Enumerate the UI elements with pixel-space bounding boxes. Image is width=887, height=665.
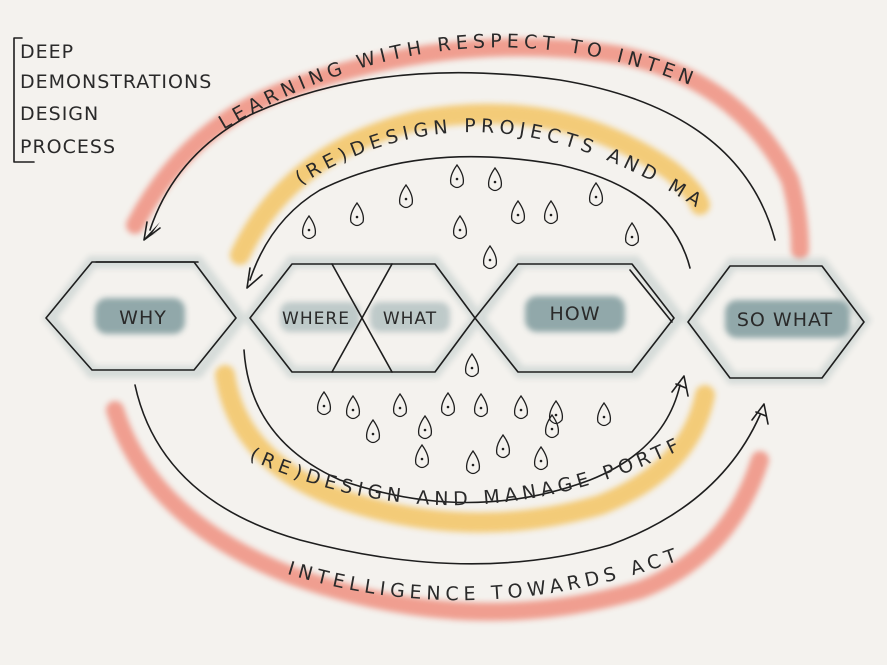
drop-dot-icon: [446, 405, 450, 409]
ink-arcs: [134, 71, 776, 565]
title-line-2: DEMONSTRATIONS: [20, 71, 212, 93]
inner-arc-washes: [215, 103, 715, 533]
drop-icon: [596, 401, 612, 427]
drop-dot-icon: [630, 235, 634, 239]
title-line-1: DEEP: [20, 41, 74, 63]
drop-icon: [316, 390, 332, 416]
drop-dot-icon: [471, 463, 475, 467]
label-so-what: SO WHAT: [737, 309, 833, 331]
drop-icon: [482, 244, 498, 270]
drop-dot-icon: [493, 180, 497, 184]
label-how: HOW: [549, 303, 600, 325]
arrow-head-icon: [751, 403, 769, 425]
hexagon-so-what: SO WHAT: [687, 265, 865, 379]
drop-dot-icon: [554, 413, 558, 417]
drop-icon: [452, 214, 468, 240]
drop-dot-icon: [516, 213, 520, 217]
drop-icon: [392, 392, 408, 418]
drop-icon: [544, 413, 560, 439]
label-where: WHERE: [282, 309, 350, 329]
bottom-inner-wash: [215, 365, 715, 533]
title-line-3: DESIGN: [20, 103, 99, 125]
drop-dot-icon: [322, 404, 326, 408]
drop-dot-icon: [371, 432, 375, 436]
drop-icon: [533, 445, 549, 471]
drop-icon: [365, 418, 381, 444]
drop-dot-icon: [307, 228, 311, 232]
title-line-4: PROCESS: [20, 136, 116, 158]
top-outer-wash: [126, 38, 809, 259]
drop-icon: [414, 443, 430, 469]
drop-icon: [588, 181, 604, 207]
drop-icon: [440, 391, 456, 417]
drop-icon: [464, 352, 480, 378]
drop-dot-icon: [501, 447, 505, 451]
drop-dot-icon: [423, 428, 427, 432]
title-bracket: [13, 37, 35, 163]
drop-icon: [398, 183, 414, 209]
arc-label-top-inner: (RE)DESIGN PROJECTS AND MANAGE: [0, 0, 709, 214]
drop-dot-icon: [351, 408, 355, 412]
title-block: DEEP DEMONSTRATIONS DESIGN PROCESS: [13, 37, 212, 163]
drop-dot-icon: [488, 258, 492, 262]
drop-dot-icon: [602, 415, 606, 419]
drop-icon: [510, 199, 526, 225]
hex-label-washes: [95, 296, 850, 338]
drop-icon: [513, 394, 529, 420]
arrow-head-icon: [246, 267, 263, 289]
bottom-outer-arc: [134, 384, 761, 565]
drop-dot-icon: [594, 195, 598, 199]
drop-dot-icon: [539, 459, 543, 463]
top-outer-arc: [149, 71, 776, 241]
drop-icon: [345, 394, 361, 420]
bottom-outer-wash: [106, 401, 769, 621]
drop-dot-icon: [479, 406, 483, 410]
arrow-head-icon: [143, 222, 160, 240]
hexagon-how: HOW: [474, 263, 675, 373]
label-why: WHY: [119, 307, 167, 329]
drops-group: [301, 163, 640, 475]
drop-dot-icon: [470, 366, 474, 370]
hexagon-why: WHY: [45, 261, 237, 371]
drop-icon: [473, 392, 489, 418]
drop-dot-icon: [355, 215, 359, 219]
outer-arc-washes: [106, 38, 809, 621]
arrow-head-icon: [671, 375, 689, 397]
drop-dot-icon: [550, 427, 554, 431]
drop-dot-icon: [404, 197, 408, 201]
drop-icon: [543, 199, 559, 225]
where-what-divider-2: [331, 263, 393, 373]
drop-dot-icon: [398, 406, 402, 410]
drop-dot-icon: [519, 408, 523, 412]
drop-icon: [417, 414, 433, 440]
drop-dot-icon: [549, 213, 553, 217]
bottom-inner-arc: [243, 349, 681, 504]
drop-icon: [449, 163, 465, 189]
drop-dot-icon: [455, 177, 459, 181]
drop-dot-icon: [420, 457, 424, 461]
arc-label-top-outer: LEARNING WITH RESPECT TO INTENT...: [0, 0, 701, 134]
drop-icon: [487, 166, 503, 192]
drop-icon: [495, 433, 511, 459]
label-what: WHAT: [383, 309, 437, 329]
top-inner-wash: [230, 103, 710, 265]
top-inner-arc: [249, 155, 691, 281]
drop-icon: [465, 449, 481, 475]
drop-dot-icon: [458, 228, 462, 232]
drop-icon: [349, 201, 365, 227]
arrow-head-icon: [143, 221, 161, 241]
drop-icon: [624, 221, 640, 247]
drop-icon: [301, 214, 317, 240]
drop-icon: [548, 399, 564, 425]
